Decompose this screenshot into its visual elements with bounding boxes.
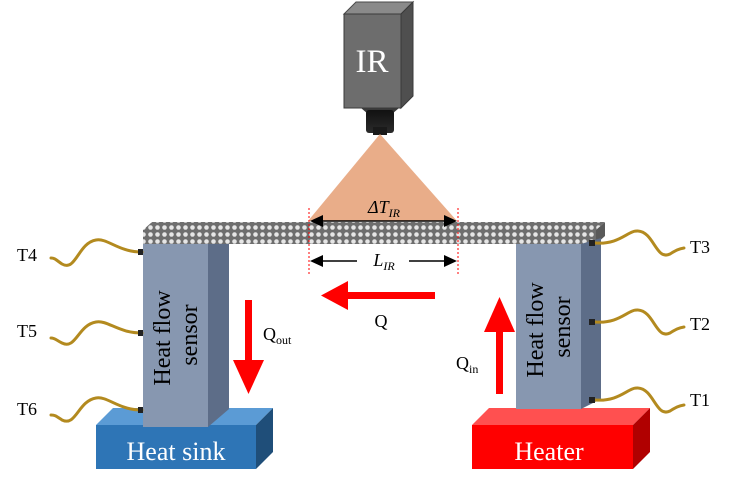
- thermocouple-t5-label: T5: [17, 321, 37, 341]
- specimen-bar: [143, 222, 605, 244]
- delta-t-ir-label: ΔTIR: [367, 197, 401, 220]
- q-label: Q: [375, 311, 388, 331]
- left-sensor-front: [143, 244, 208, 427]
- thermocouple-t3-label: T3: [690, 237, 710, 257]
- ir-camera-label: IR: [356, 44, 389, 80]
- t5-probe: [138, 330, 143, 336]
- heater: Heater: [472, 408, 650, 469]
- t4-probe: [138, 249, 143, 255]
- thermocouple-t4-label: T4: [17, 245, 37, 265]
- left-thermocouples: [49, 238, 144, 423]
- heater-label: Heater: [514, 437, 584, 466]
- thermocouple-t2-label: T2: [690, 314, 710, 334]
- heat-sink-label: Heat sink: [127, 437, 226, 466]
- heater-front: [472, 425, 633, 469]
- q-arrow: Q: [321, 281, 435, 331]
- t1-probe: [589, 397, 595, 403]
- right-sensor-front: [516, 244, 581, 409]
- left-sensor-label: Heat flow sensor: [150, 284, 203, 385]
- left-heat-flow-sensor: Heat flow sensor: [143, 244, 229, 427]
- right-heat-flow-sensor: Heat flow sensor: [516, 238, 601, 409]
- q-out-label: Qout: [263, 324, 292, 347]
- heat-sink-front: [96, 425, 256, 469]
- l-ir-label: LIR: [372, 250, 395, 273]
- ir-view-cone: [308, 134, 457, 221]
- thermocouple-t1-label: T1: [690, 390, 710, 410]
- ir-camera-body: [343, 13, 402, 109]
- t3-probe: [589, 240, 595, 246]
- q-in-arrow: Qin: [456, 297, 515, 394]
- l-ir-measurement: LIR: [310, 250, 457, 273]
- q-in-label: Qin: [456, 353, 478, 376]
- thermocouple-t6-label: T6: [17, 399, 37, 419]
- right-sensor-label: Heat flow sensor: [523, 276, 576, 377]
- delta-t-ir-measurement: ΔTIR: [308, 197, 459, 275]
- t2-probe: [589, 319, 595, 325]
- t6-probe: [138, 407, 143, 413]
- ir-camera: IR: [342, 0, 415, 135]
- right-thermocouples: [593, 229, 686, 414]
- q-out-arrow: Qout: [233, 300, 292, 394]
